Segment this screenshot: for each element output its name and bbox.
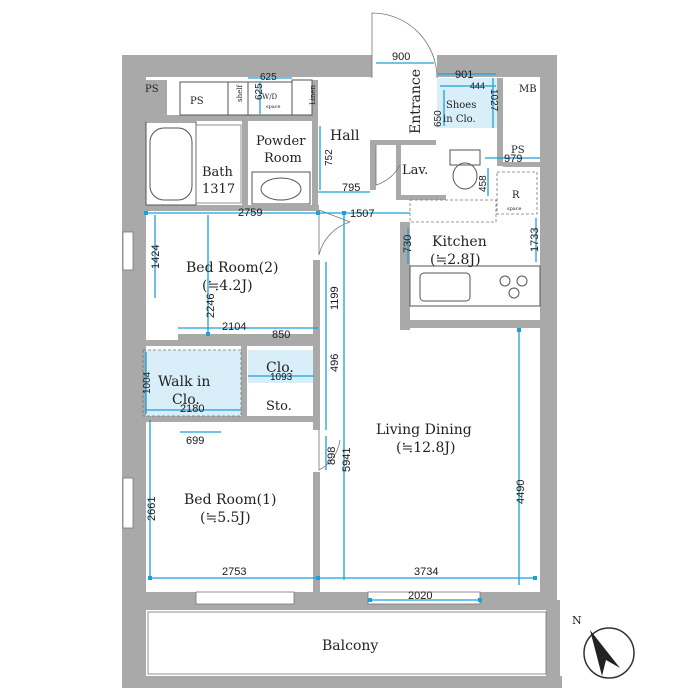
dim-1004: 1004 <box>142 371 153 394</box>
powder-room-label-2: Room <box>264 151 302 166</box>
bath-label-2: 1317 <box>202 182 235 197</box>
wd-space-label: space <box>266 104 281 110</box>
dim-1733: 1733 <box>529 228 541 252</box>
living-dining-label-2: (≒12.8J) <box>396 440 455 456</box>
north-label: N <box>572 614 582 627</box>
bedroom2-label-1: Bed Room(2) <box>186 260 279 276</box>
closet-label: Clo. <box>266 360 294 376</box>
bedroom2-label-2: (≒4.2J) <box>202 278 253 294</box>
balcony-wall-top <box>122 592 557 610</box>
dim-5941: 5941 <box>341 448 353 472</box>
window-bedroom2 <box>122 231 134 271</box>
dim-625-side: 625 <box>254 83 265 100</box>
ps-upper-label: PS <box>190 96 204 107</box>
dim-900: 900 <box>392 51 410 63</box>
bedroom1-label-1: Bed Room(1) <box>184 492 277 508</box>
dim-496: 496 <box>329 354 341 372</box>
bedroom1-label-2: (≒5.5J) <box>200 510 251 526</box>
powder-room-label-1: Powder <box>256 134 306 149</box>
dim-1507: 1507 <box>350 208 374 220</box>
kitchen-label-2: (≒2.8J) <box>430 252 481 268</box>
entrance-label: Entrance <box>408 69 424 134</box>
ps-right-label: PS <box>511 145 525 156</box>
dim-752: 752 <box>324 149 335 166</box>
dimension-lines <box>145 62 540 601</box>
north-compass: N <box>572 614 635 679</box>
outer-wall-left <box>122 55 146 685</box>
dim-1199: 1199 <box>329 286 341 310</box>
walk-in-closet-label-2: Clo. <box>172 392 200 408</box>
closet-zone <box>248 350 314 383</box>
dim-730: 730 <box>402 235 414 253</box>
dim-2759: 2759 <box>238 207 262 219</box>
window-bedroom1-bottom <box>195 591 295 605</box>
hall-label: Hall <box>330 128 360 144</box>
dim-2180: 2180 <box>180 403 204 415</box>
shoes-closet-label-1: Shoes <box>446 100 476 111</box>
dim-2104: 2104 <box>222 321 246 333</box>
walk-in-closet-zone <box>143 350 241 416</box>
dim-699: 699 <box>186 435 204 447</box>
dim-795: 795 <box>342 182 360 194</box>
shoes-closet-label-2: in Clo. <box>443 114 476 125</box>
outer-wall-right <box>540 165 557 610</box>
dim-1093: 1093 <box>270 372 293 383</box>
walk-in-closet-label-1: Walk in <box>158 374 210 390</box>
r-space-label: space <box>507 206 522 212</box>
linen-label: Linen <box>309 84 317 105</box>
outer-wall-right-upper <box>540 55 557 165</box>
mb-label: MB <box>519 84 537 95</box>
storage-label: Sto. <box>266 399 292 414</box>
ps-left-label: PS <box>145 84 159 95</box>
balcony-label: Balcony <box>322 638 378 654</box>
dim-2753: 2753 <box>222 566 246 578</box>
bath-label-1: Bath <box>202 165 234 180</box>
dim-458: 458 <box>478 175 489 192</box>
dim-898: 898 <box>326 447 338 465</box>
living-dining-label-1: Living Dining <box>376 422 472 438</box>
outer-wall-top-left <box>122 55 372 77</box>
dim-3734: 3734 <box>414 566 438 578</box>
dimension-markers <box>144 211 537 602</box>
kitchen-label-1: Kitchen <box>432 234 487 250</box>
dim-650: 650 <box>433 110 444 127</box>
dim-2661: 2661 <box>146 497 158 521</box>
window-bedroom1 <box>122 477 134 529</box>
dim-850: 850 <box>272 329 290 341</box>
dim-979: 979 <box>504 153 522 165</box>
dim-2246: 2246 <box>205 294 217 318</box>
dim-625-top: 625 <box>260 72 277 83</box>
dim-1027: 1027 <box>488 89 499 112</box>
wd-label: W/D <box>262 93 278 101</box>
dim-444: 444 <box>470 81 485 91</box>
outer-wall-top-right <box>437 55 557 77</box>
dim-901: 901 <box>455 69 473 81</box>
dim-4490: 4490 <box>515 480 527 504</box>
dim-2020: 2020 <box>408 590 432 602</box>
north-arrow-icon <box>590 630 620 676</box>
balcony-wall-bottom <box>122 676 562 688</box>
r-label: R <box>512 190 520 201</box>
shelf-label: shelf <box>236 84 244 102</box>
balcony-wall-right <box>546 600 560 686</box>
lav-label: Lav. <box>402 163 428 178</box>
dim-1424: 1424 <box>150 245 162 269</box>
